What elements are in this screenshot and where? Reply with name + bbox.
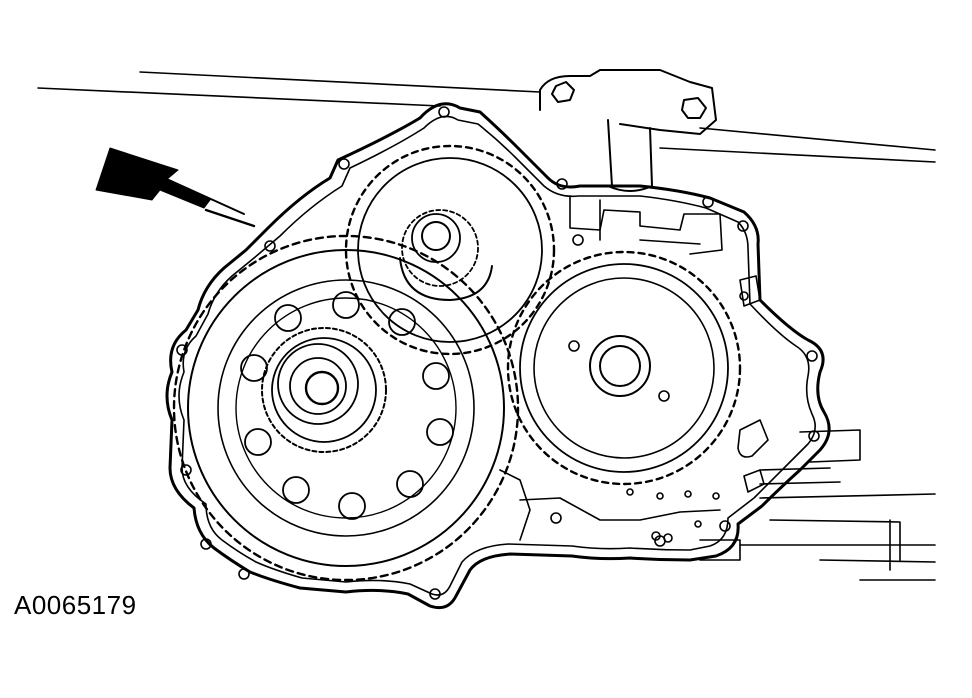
flange-bolt-holes xyxy=(176,106,820,600)
case-inner-flange xyxy=(178,115,816,596)
ring-gear-teeth xyxy=(172,234,520,582)
right-driven-gear xyxy=(506,250,742,486)
case-outer-flange xyxy=(165,102,831,610)
ring-gear-rim xyxy=(187,249,505,567)
ring-gear-web xyxy=(217,279,475,537)
differential-bore xyxy=(304,370,340,406)
differential-spline xyxy=(261,327,387,453)
background-frame-lines xyxy=(37,71,936,581)
upper-idler-gear xyxy=(344,144,556,356)
indicator-arrow xyxy=(95,147,256,228)
ring-gear-assembly xyxy=(172,234,520,582)
case-interior-features xyxy=(499,195,769,543)
top-mounting-bracket xyxy=(539,69,717,192)
figure-id-label: A0065179 xyxy=(14,590,137,620)
